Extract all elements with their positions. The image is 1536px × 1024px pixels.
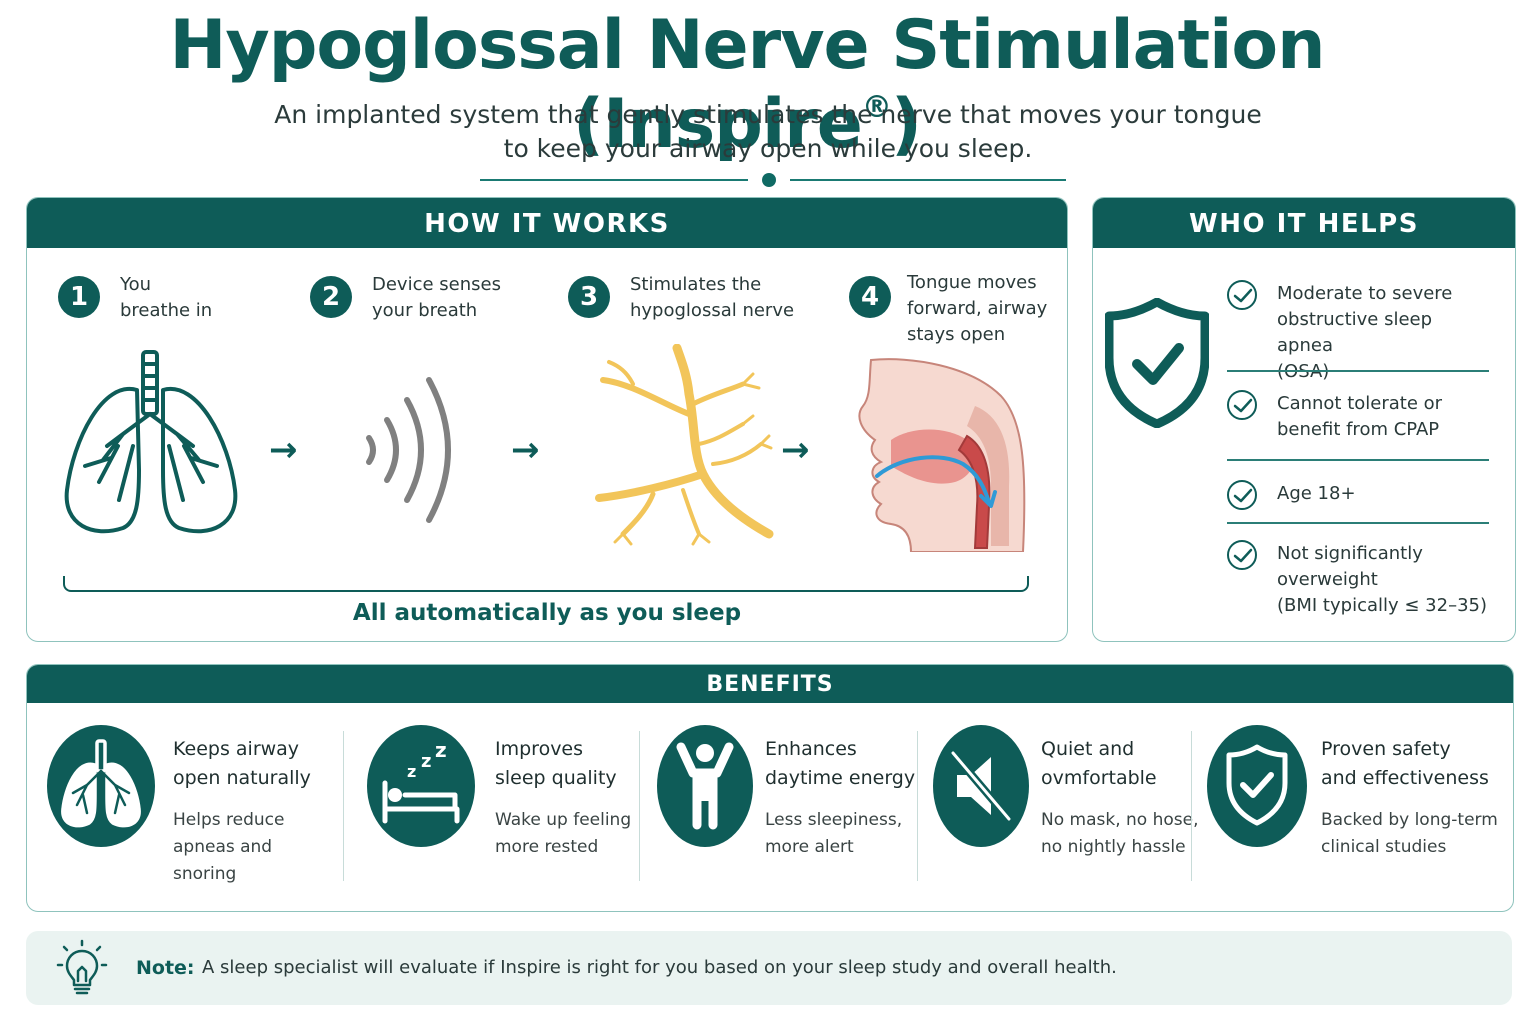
step-1-number: 1 [58, 276, 100, 318]
title-divider-dot [762, 173, 776, 187]
muted-speaker-icon [933, 725, 1029, 847]
step-arrow-1: → [269, 430, 298, 470]
step-3-number: 3 [568, 276, 610, 318]
check-circle-icon [1227, 480, 1257, 510]
shield-check-icon [1207, 725, 1307, 847]
benefit-divider [1191, 731, 1192, 881]
note-box: Note: A sleep specialist will evaluate i… [26, 931, 1512, 1005]
who-it-helps-heading: WHO IT HELPS [1093, 198, 1515, 248]
benefit-divider [343, 731, 344, 881]
lungs-icon [64, 350, 238, 534]
page-subtitle: An implanted system that gently stimulat… [274, 100, 1262, 163]
check-circle-icon [1227, 280, 1257, 310]
how-it-works-heading: HOW IT WORKS [27, 198, 1067, 248]
airway-profile-icon [858, 358, 1026, 552]
check-circle-icon [1227, 390, 1257, 420]
step-arrow-3: → [781, 430, 810, 470]
benefits-heading: BENEFITS [27, 665, 1513, 703]
svg-text:z: z [435, 738, 447, 762]
step-arrow-2: → [511, 430, 540, 470]
sleeping-bed-icon: z z z [367, 725, 475, 847]
title-divider-left [480, 179, 748, 181]
benefit-description: Less sleepiness,more alert [765, 810, 903, 857]
nerve-icon [595, 344, 774, 546]
note-label: Note: [136, 957, 195, 979]
svg-text:z: z [421, 751, 431, 772]
criteria-divider [1227, 459, 1489, 461]
benefit-description: No mask, no hose,no nightly hassle [1041, 810, 1199, 857]
svg-text:z: z [407, 762, 416, 781]
benefit-divider [639, 731, 640, 881]
title-divider-right [790, 179, 1066, 181]
breath-waves-icon [366, 377, 451, 523]
step-2-number: 2 [310, 276, 352, 318]
step-4-number: 4 [849, 276, 891, 318]
criteria-divider [1227, 522, 1489, 524]
automatic-bracket [63, 576, 1029, 592]
check-circle-icon [1227, 540, 1257, 570]
energetic-person-icon [657, 725, 753, 847]
note-text: A sleep specialist will evaluate if Insp… [202, 957, 1117, 978]
criteria-divider [1227, 370, 1489, 372]
shield-check-icon [1105, 298, 1209, 428]
page-title: Hypoglossal Nerve Stimulation (Inspire®) [169, 6, 1325, 164]
lightbulb-icon [56, 939, 108, 995]
automatic-caption: All automatically as you sleep [352, 600, 742, 626]
benefit-divider [917, 731, 918, 881]
lungs-icon [47, 725, 155, 847]
